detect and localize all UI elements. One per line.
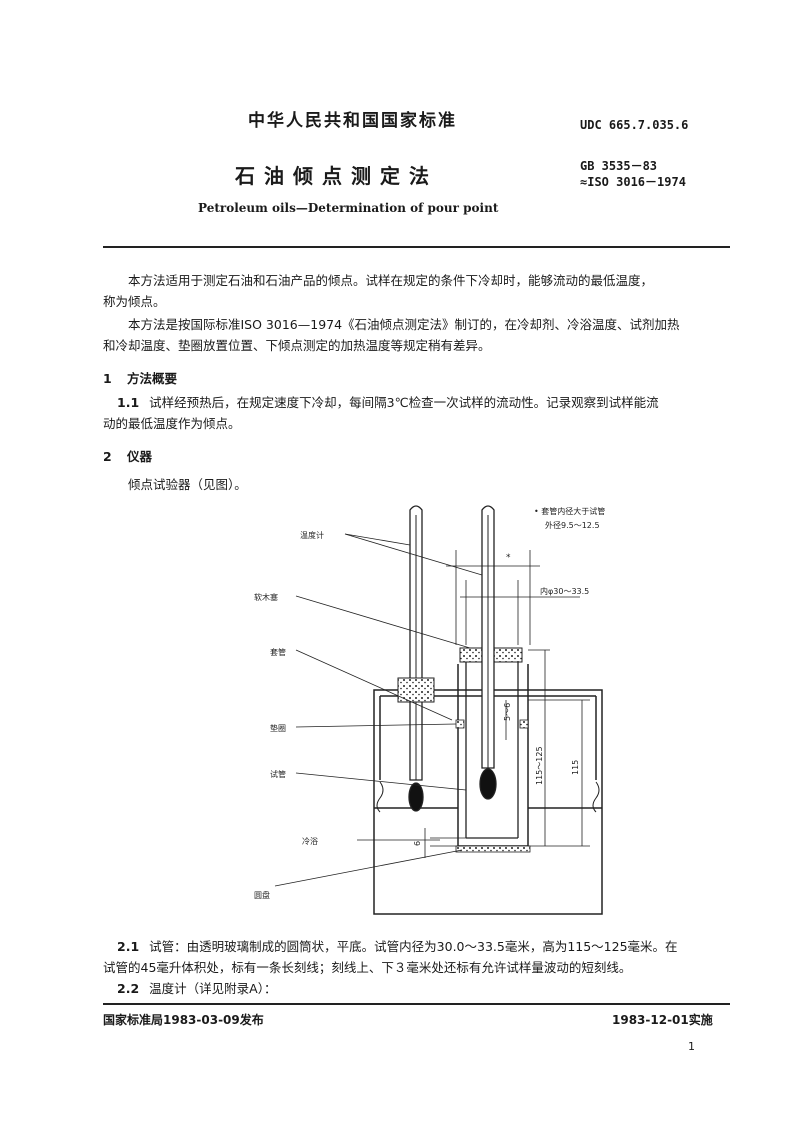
dim-inner-diameter: 内φ30～33.5 (540, 586, 589, 596)
label-gasket: 垫圈 (270, 723, 286, 733)
issue-date: 国家标准局1983-03-09发布 (103, 1013, 264, 1027)
label-jacket: 套管 (270, 647, 286, 657)
dim-115: 115 (571, 760, 580, 775)
bath-wall-detail (376, 781, 600, 813)
section-2-2-paragraph: 2.2 温度计（详见附录A）： (117, 978, 276, 999)
bath-cork (397, 677, 435, 703)
intro-paragraph-1: 本方法适用于测定石油和石油产品的倾点。试样在规定的条件下冷却时，能够流动的最低温… (103, 270, 731, 312)
intro-p2-line1: 本方法是按国际标准ISO 3016—1974《石油倾点测定法》制订的，在冷却剂、… (128, 317, 680, 332)
section-1-heading: 1 方法概要 (103, 368, 177, 387)
thermometer-left (408, 505, 424, 812)
iso-equivalent: ≈ISO 3016－1974 (580, 175, 686, 189)
test-tube-cork-right (493, 647, 523, 663)
note-line-1: • 套管内径大于试管 (534, 506, 605, 516)
test-tube (465, 650, 519, 839)
section-1-1-paragraph: 1.1 试样经预热后，在规定速度下冷却，每间隔3℃检查一次试样的流动性。记录观察到… (103, 392, 731, 434)
section-2-2-number: 2.2 (117, 981, 140, 996)
intro-p2-line2: 和冷却温度、垫圈放置位置、下倾点测定的加热温度等规定稍有差异。 (103, 338, 491, 353)
english-title: Petroleum oils—Determination of pour poi… (198, 201, 499, 215)
label-disc: 圆盘 (254, 890, 270, 900)
dim-115-125: 115～125 (535, 746, 544, 785)
gb-code: GB 3535－83 (580, 159, 658, 173)
section-2-number: 2 (103, 449, 112, 464)
header-divider (103, 246, 730, 248)
section-2-1-number: 2.1 (117, 939, 140, 954)
label-thermometer: 温度计 (300, 530, 324, 540)
intro-p1-line2: 称为倾点。 (103, 294, 166, 309)
section-1-1-line1: 试样经预热后，在规定速度下冷却，每间隔3℃检查一次试样的流动性。记录观察到试样能… (149, 395, 659, 410)
section-2-2-text: 温度计（详见附录A）： (149, 981, 277, 996)
leader-lines (274, 533, 483, 887)
dim-6: 6 (413, 841, 422, 846)
dimension-lines (424, 550, 590, 858)
page-number: 1 (688, 1040, 695, 1053)
gasket-left (455, 719, 465, 729)
gb-code-block: GB 3535－83 ≈ISO 3016－1974 (580, 158, 686, 190)
section-2-1-line2: 试管的45毫升体积处，标有一条长刻线；刻线上、下３毫米处还标有允许试样量波动的短… (103, 960, 632, 975)
thermometer-center (479, 505, 497, 800)
footer-divider (103, 1003, 730, 1005)
note-line-2: 外径9.5～12.5 (545, 520, 600, 530)
dim-star: * (506, 553, 511, 563)
bottom-disc (455, 845, 531, 853)
section-2-title: 仪器 (127, 449, 153, 464)
intro-paragraph-2: 本方法是按国际标准ISO 3016—1974《石油倾点测定法》制订的，在冷却剂、… (103, 314, 731, 356)
dim-5-6: 5～6 (503, 703, 512, 721)
intro-p1-line1: 本方法适用于测定石油和石油产品的倾点。试样在规定的条件下冷却时，能够流动的最低温… (128, 273, 654, 288)
gasket-right (519, 719, 529, 729)
pour-point-apparatus-figure: 温度计 软木塞 套管 垫圈 试管 冷浴 圆盘 • 套管内径大于试管 外径9.5～… (254, 505, 605, 915)
section-2-1-paragraph: 2.1 试管：由透明玻璃制成的圆筒状，平底。试管内径为30.0～33.5毫米，高为… (103, 936, 731, 978)
section-2-heading: 2 仪器 (103, 446, 152, 465)
section-1-1-line2: 动的最低温度作为倾点。 (103, 416, 241, 431)
label-cork: 软木塞 (254, 592, 278, 602)
section-1-title: 方法概要 (127, 371, 178, 386)
section-1-number: 1 (103, 371, 112, 386)
standard-org-heading: 中华人民共和国国家标准 (248, 111, 457, 131)
effective-date: 1983-12-01实施 (612, 1013, 713, 1027)
section-1-1-number: 1.1 (117, 395, 140, 410)
label-bath: 冷浴 (302, 836, 318, 846)
label-tube: 试管 (270, 769, 286, 779)
udc-code: UDC 665.7.035.6 (580, 118, 689, 132)
section-2-intro: 倾点试验器（见图）。 (128, 477, 247, 492)
document-title: 石油倾点测定法 (235, 164, 438, 188)
section-2-1-line1: 试管：由透明玻璃制成的圆筒状，平底。试管内径为30.0～33.5毫米，高为115… (149, 939, 678, 954)
